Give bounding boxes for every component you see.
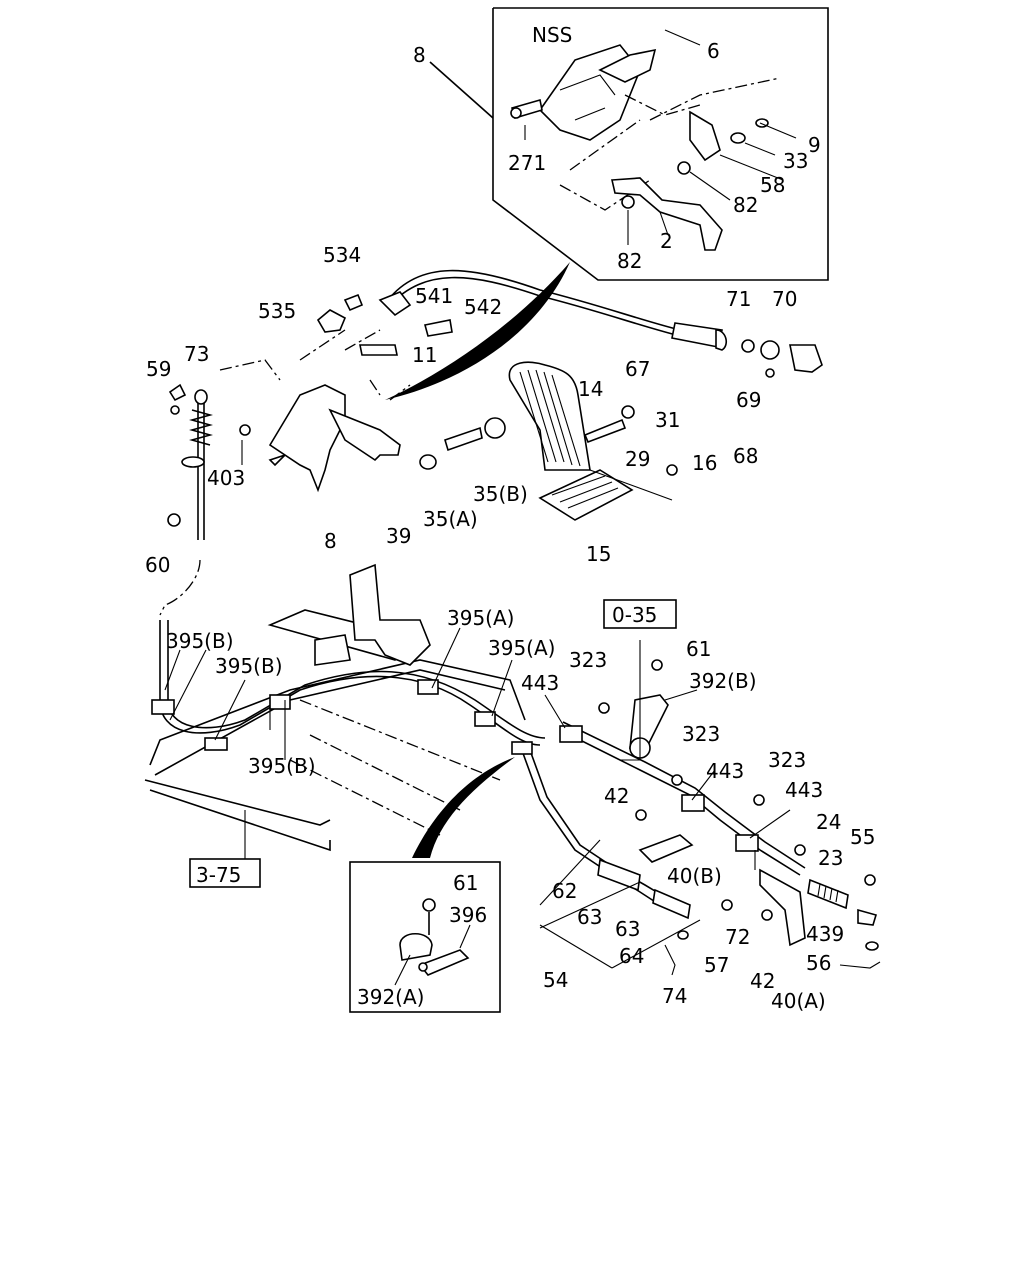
callout-23: 23: [818, 846, 843, 870]
callout-323-a: 323: [569, 648, 607, 672]
callout-72: 72: [725, 925, 750, 949]
callout-323-c: 323: [768, 748, 806, 772]
callout-15: 15: [586, 542, 611, 566]
callout-11: 11: [412, 343, 437, 367]
callout-61-top: 61: [686, 637, 711, 661]
callout-29: 29: [625, 447, 650, 471]
callout-61-inset: 61: [453, 871, 478, 895]
callout-67: 67: [625, 357, 650, 381]
ref-box-3-75: [189, 858, 261, 888]
callout-392b: 392(B): [689, 669, 757, 693]
callout-71: 71: [726, 287, 751, 311]
callout-74: 74: [662, 984, 687, 1008]
callout-395b-3: 395(B): [248, 754, 316, 778]
callout-2: 2: [660, 229, 673, 253]
callout-64: 64: [619, 944, 644, 968]
callout-443-c: 443: [785, 778, 823, 802]
callout-9: 9: [808, 133, 821, 157]
callout-42-a: 42: [604, 784, 629, 808]
callout-63-b: 63: [615, 917, 640, 941]
callout-57: 57: [704, 953, 729, 977]
callout-40a: 40(A): [771, 989, 826, 1013]
callout-82-left: 82: [617, 249, 642, 273]
callout-16: 16: [692, 451, 717, 475]
pedal-bracket-inset: [429, 7, 829, 281]
callout-24: 24: [816, 810, 841, 834]
callout-443-b: 443: [706, 759, 744, 783]
callout-39: 39: [386, 524, 411, 548]
callout-35b: 35(B): [473, 482, 528, 506]
callout-42-b: 42: [750, 969, 775, 993]
callout-nss: NSS: [532, 23, 572, 47]
callout-70: 70: [772, 287, 797, 311]
callout-395a-2: 395(A): [488, 636, 555, 660]
pedal-assembly: [159, 269, 823, 616]
callout-6: 6: [707, 39, 720, 63]
callout-54: 54: [543, 968, 568, 992]
callout-395b-2: 395(B): [215, 654, 283, 678]
cable-frame-assembly: [144, 563, 881, 976]
callout-542: 542: [464, 295, 502, 319]
callout-68: 68: [733, 444, 758, 468]
callout-323-b: 323: [682, 722, 720, 746]
callout-271: 271: [508, 151, 546, 175]
callout-labels: 8 NSS 6 271 9 33 58 82 2 82 534 541 542 …: [145, 23, 875, 1013]
callout-395a-1: 395(A): [447, 606, 514, 630]
callout-395b-1: 395(B): [166, 629, 234, 653]
callout-55: 55: [850, 825, 875, 849]
callout-443-a: 443: [521, 671, 559, 695]
callout-60: 60: [145, 553, 170, 577]
callout-0-35: 0-35: [612, 603, 657, 627]
callout-403: 403: [207, 466, 245, 490]
callout-62: 62: [552, 879, 577, 903]
ref-box-0-35: [603, 599, 677, 629]
callout-59: 59: [146, 357, 171, 381]
callout-40b: 40(B): [667, 864, 722, 888]
callout-33: 33: [783, 149, 808, 173]
callout-82-right: 82: [733, 193, 758, 217]
callout-31: 31: [655, 408, 680, 432]
callout-534: 534: [323, 243, 361, 267]
callout-541: 541: [415, 284, 453, 308]
callout-439: 439: [806, 922, 844, 946]
clip-detail-inset: [349, 861, 501, 1013]
callout-56: 56: [806, 951, 831, 975]
callout-3-75: 3-75: [196, 863, 241, 887]
callout-35a: 35(A): [423, 507, 478, 531]
callout-392a: 392(A): [357, 985, 424, 1009]
callout-69: 69: [736, 388, 761, 412]
callout-14: 14: [578, 377, 603, 401]
section-swoosh-lower: [412, 757, 515, 858]
callout-8-top: 8: [413, 43, 426, 67]
callout-396: 396: [449, 903, 487, 927]
callout-63-a: 63: [577, 905, 602, 929]
callout-535: 535: [258, 299, 296, 323]
callout-8-mid: 8: [324, 529, 337, 553]
callout-58: 58: [760, 173, 785, 197]
callout-73: 73: [184, 342, 209, 366]
